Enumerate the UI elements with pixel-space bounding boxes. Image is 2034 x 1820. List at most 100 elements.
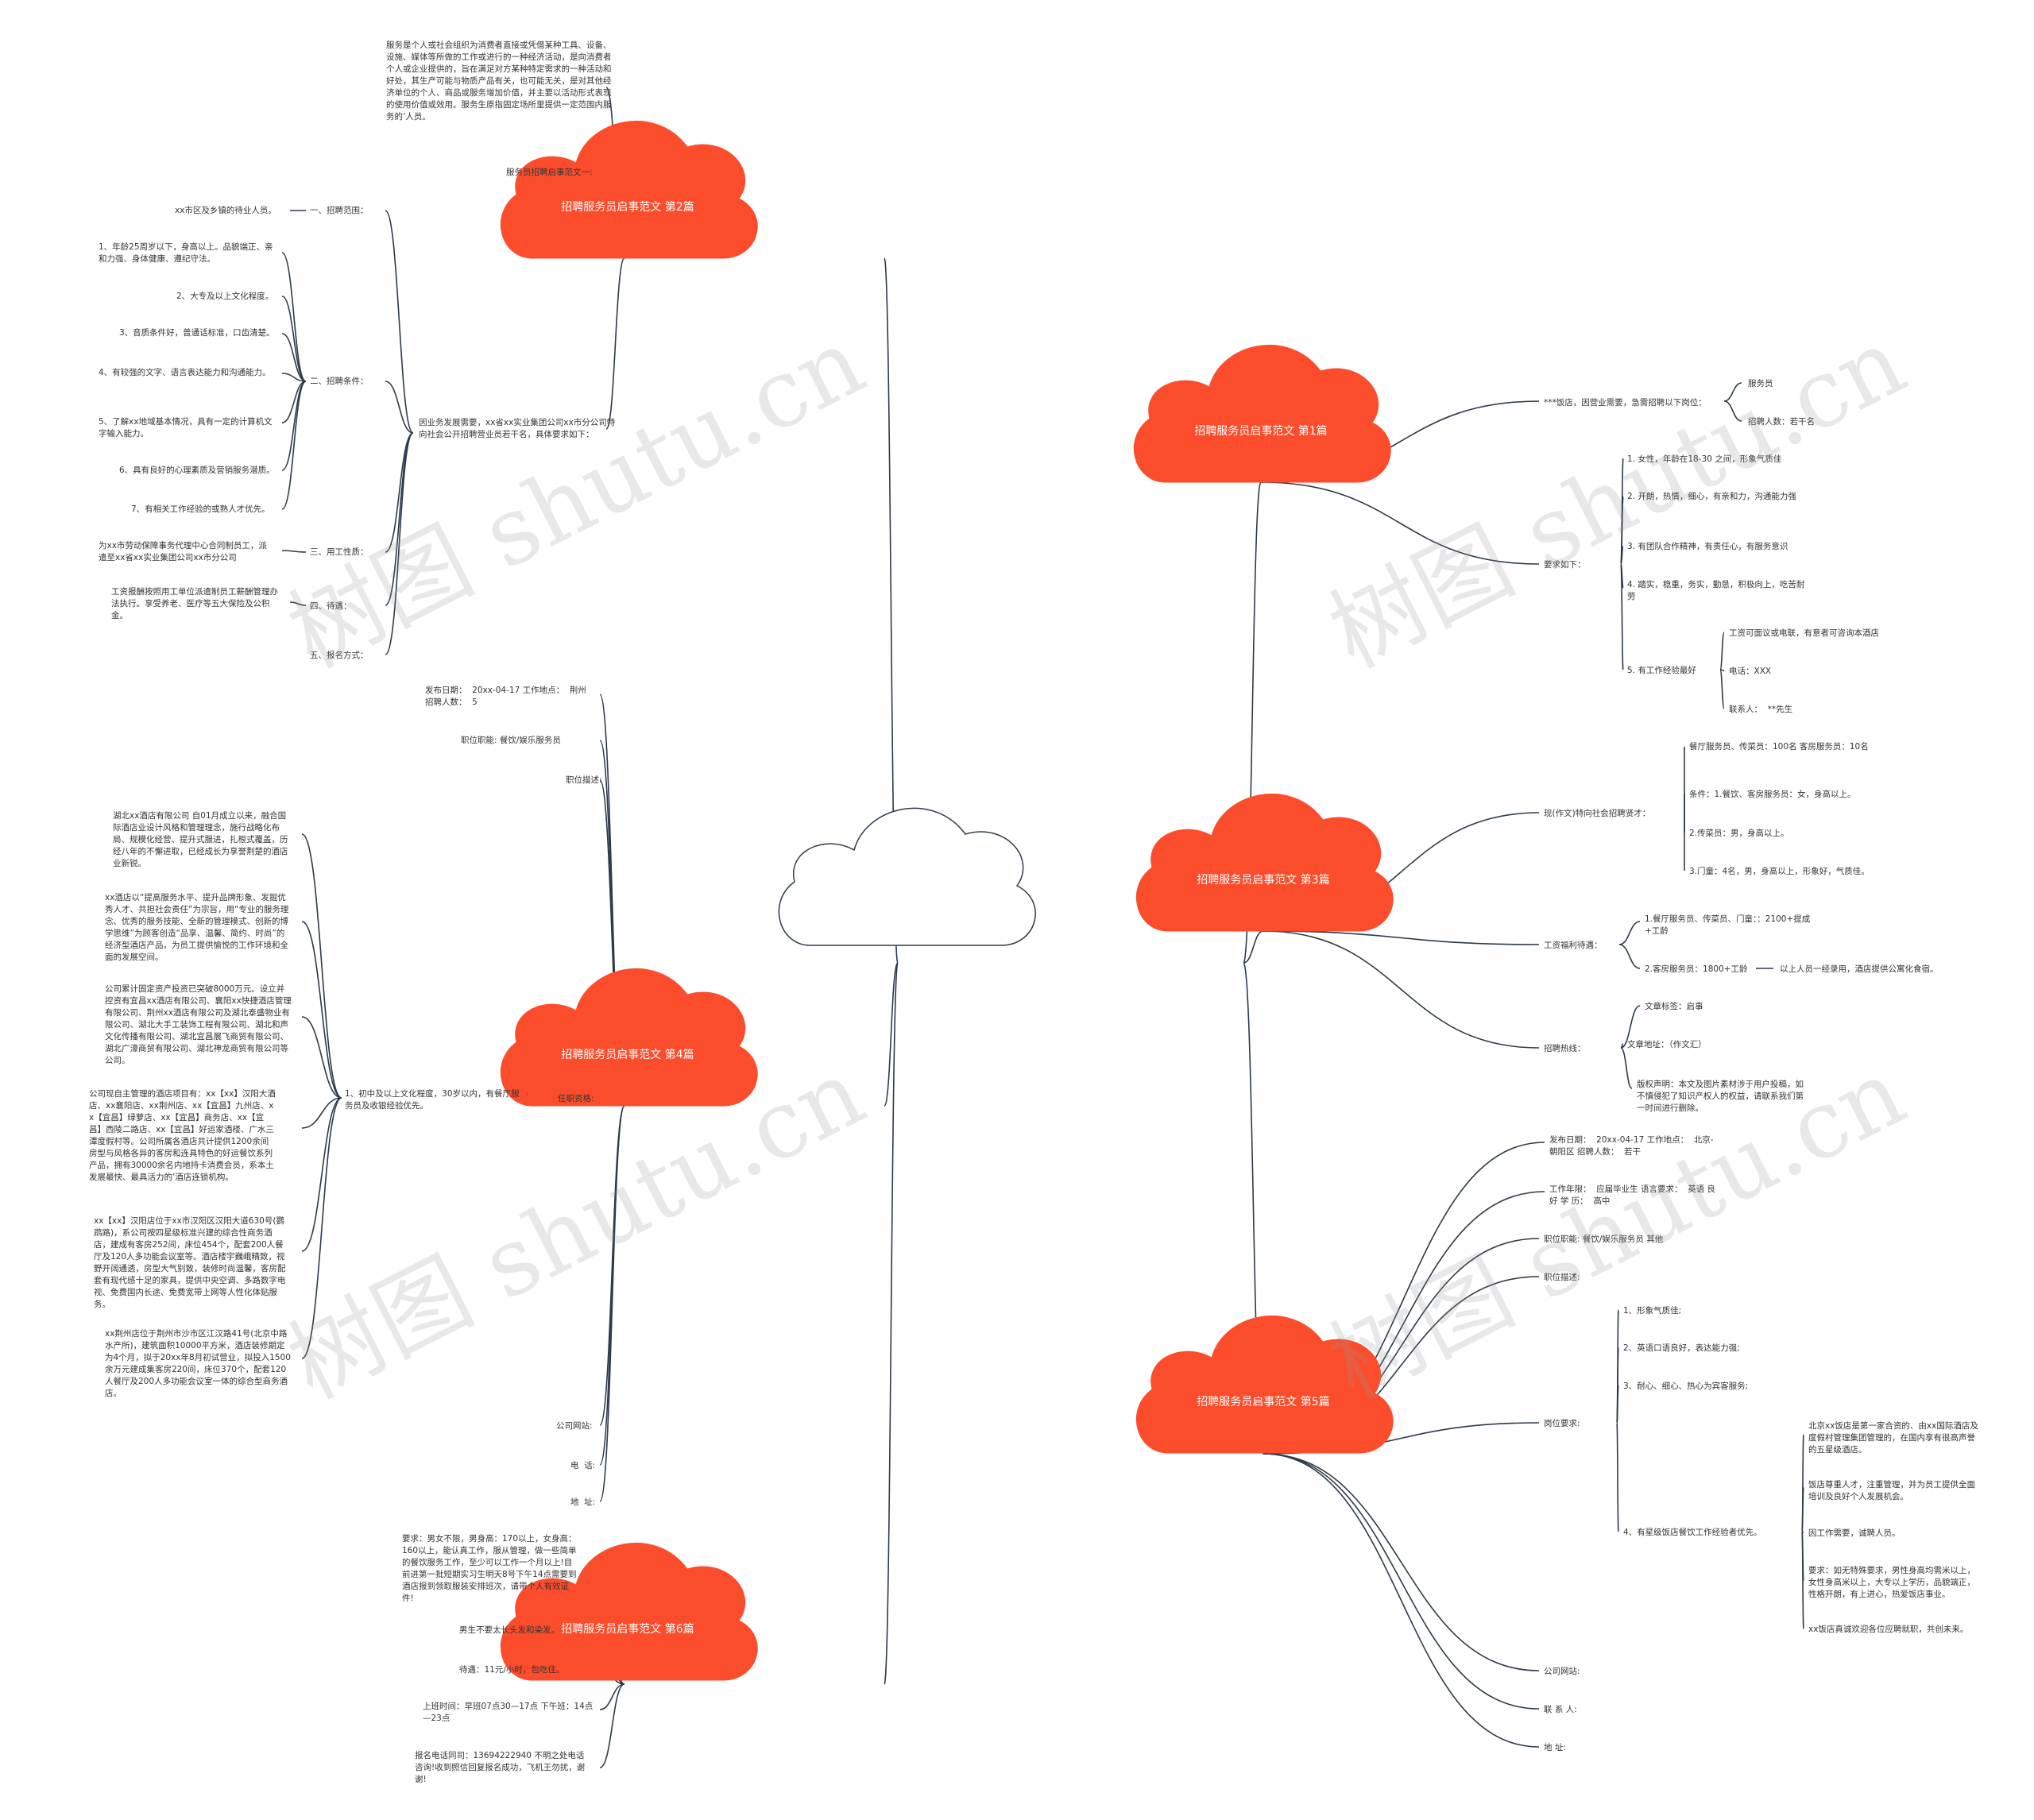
node-n3-hot1: 文章标签：启事 [1645, 1002, 1703, 1011]
node-n2-title: 服务员招聘启事范文一: [506, 168, 593, 177]
node-n3-hot2: 文章地址：（作文汇） [1627, 1040, 1707, 1049]
node-n6-time: 上班时间：早班07点30—17点 下午班：14点—23点 [423, 1702, 594, 1723]
connector-line [1620, 1005, 1641, 1049]
connector-line [301, 1016, 342, 1099]
connector-line [301, 1097, 342, 1359]
node-n1-r3: 3. 有团队合作精神，有责任心，有服务意识 [1627, 542, 1788, 551]
connector-line [281, 373, 307, 382]
topic-label-t4: 招聘服务员启事范文 第4篇 [561, 1049, 694, 1061]
topic-label-t5: 招聘服务员启事范文 第5篇 [1197, 1396, 1330, 1408]
node-n1-hotel: ***饭店，因营业需要，急需招聘以下岗位： [1544, 398, 1707, 408]
node-n3-rec3: 2.传菜员：男，身高以上。 [1689, 829, 1789, 838]
node-n5-web: 公司网站: [1544, 1667, 1580, 1676]
connector-line [281, 252, 307, 382]
connector-line [1263, 1453, 1540, 1748]
connector-line [1618, 921, 1641, 945]
node-n5-q4: 4、有星级饭店餐饮工作经验者优先。 [1623, 1528, 1762, 1537]
connector-line [1719, 669, 1725, 709]
connector-line [301, 1097, 342, 1129]
node-n1-r2: 2. 开朗，热情，细心，有亲和力，沟通能力强 [1627, 492, 1796, 501]
node-n3-pay1: 1.餐厅服务员、传菜员、门童：：2100+提成+工龄 [1645, 914, 1811, 936]
connector-line [1263, 1453, 1540, 1710]
node-n3-rec2: 条件：1.餐饮、客房服务员：女，身高以上。 [1689, 790, 1856, 799]
connector-line [289, 601, 307, 606]
node-n5-pub: 发布日期： 20xx-04-17 工作地点： 北京-朝阳区 招聘人数： 若干 [1549, 1135, 1714, 1157]
node-n2-s1a: xx市区及乡镇的待业人员。 [175, 206, 276, 215]
topic-cloud-t5[interactable] [1135, 1315, 1394, 1454]
node-n4-tel: 电 话: [570, 1461, 596, 1470]
node-n6-pay: 待遇：11元/小时，包吃住。 [459, 1665, 565, 1675]
connector-line [281, 550, 307, 553]
topic-cloud-t6[interactable] [500, 1542, 758, 1681]
connector-line [301, 833, 342, 1099]
topic-cloud-t4[interactable] [500, 968, 758, 1107]
node-n4-web: 公司网站: [556, 1421, 593, 1431]
connector-line [385, 432, 414, 655]
connector-line [599, 1105, 625, 1502]
node-n3-pay: 工资福利待遇： [1544, 941, 1603, 950]
node-n5-q4b: 饭店尊重人才，注重管理，并为员工提供全面培训及良好个人发展机会。 [1808, 1480, 1975, 1501]
connector-line [1801, 1486, 1804, 1532]
node-n2-c5: 5、了解xx地域基本情况，具有一定的计算机文字输入能力。 [99, 417, 273, 439]
connector-line [1620, 563, 1624, 670]
node-n4-addr: 地 址: [570, 1497, 596, 1507]
node-n2-main: 因业务发展需要，xx省xx实业集团公司xx市分公司特向社会公开招聘营业员若干名，… [419, 418, 616, 439]
node-n2-c6: 6、具有良好的心理素质及营销服务潜质。 [119, 466, 275, 475]
connector-line [1618, 944, 1641, 969]
connector-line [281, 381, 307, 510]
connector-line [301, 1097, 342, 1252]
connector-line [1263, 930, 1540, 945]
node-n6-phone: 报名电话同司：13694222940 不明之处电话咨询!收到照信回复报名成功，飞… [415, 1751, 586, 1784]
node-n4-p2: xx酒店以“提高服务水平、提升品牌形象、发掘优秀人才、共担社会责任”为宗旨，用“… [105, 893, 289, 962]
node-n3-rec1: 餐厅服务员、传菜员：100名 客房服务员：10名 [1689, 742, 1869, 752]
node-n4-p6: xx荆州店位于荆州市沙市区江汉路41号(北京中路水产所)，建筑面积10000平方… [105, 1329, 291, 1398]
node-n5-desc: 职位描述: [1544, 1273, 1580, 1282]
connector-line [884, 962, 899, 1685]
node-n2-s3: 三、用工性质： [310, 547, 369, 557]
node-n5-q2: 2、英语口语良好，表达能力强; [1623, 1343, 1740, 1353]
node-n5-q4e: xx饭店真诚欢迎各位应聘就职，共创未来。 [1808, 1625, 1969, 1634]
node-n5-exp: 工作年限： 应届毕业生 语言要求： 英语 良好 学 历： 高中 [1549, 1184, 1716, 1206]
connector-line [605, 257, 625, 430]
connector-line [385, 210, 414, 434]
node-n3-rec: 现(作文)特向社会招聘贤才： [1544, 809, 1651, 818]
connector-line [1620, 546, 1624, 565]
node-n2-s5: 五、报名方式： [310, 651, 369, 660]
node-n5-contact: 联 系 人: [1544, 1705, 1577, 1714]
node-n3-hot3: 版权声明：本文及图片素材涉于用户投稿，如不慎侵犯了知识产权人的权益，请联系我们第… [1637, 1080, 1804, 1113]
node-n2-s4: 四、待遇： [310, 601, 352, 611]
connector-line [1723, 400, 1742, 422]
topic-label-t1: 招聘服务员启事范文 第1篇 [1194, 425, 1328, 438]
connector-line [1719, 632, 1725, 670]
node-n1-r1: 1. 女性，年龄在18-30 之间，形象气质佳 [1627, 454, 1782, 464]
node-n3-rec4: 3.门童：4名，男，身高以上，形象好，气质佳。 [1689, 867, 1870, 876]
connector-line [1243, 930, 1264, 964]
node-n4-p4: 公司现自主管理的酒店项目有：xx【xx】汉阳大酒店、xx襄阳店、xx荆州店、xx… [89, 1089, 276, 1182]
node-n4-p3: 公司累计固定资产投资已突破8000万元。设立并控资有宜昌xx酒店有限公司、襄阳x… [105, 984, 292, 1065]
node-n4-desc: 职位描述: [566, 775, 602, 785]
node-n1-r5: 5. 有工作经验最好 [1627, 666, 1696, 675]
node-n5-post: 岗位要求: [1544, 1419, 1580, 1428]
node-n2-c4: 4、有较强的文字、语言表达能力和沟通能力。 [99, 368, 271, 377]
node-n1-r5c: 联系人： **先生 [1729, 705, 1793, 714]
node-n2-s4a: 工资报酬按照用工单位派遣制员工薪酬管理办法执行。享受养老、医疗等五大保险及公积金… [111, 587, 278, 620]
connector-line [1620, 1047, 1633, 1089]
connector-line [1616, 1385, 1619, 1424]
node-n2-intro: 服务是个人或社会组织为消费者直接或凭借某种工具、设备、设施、媒体等所做的工作或进… [386, 41, 612, 122]
topic-cloud-t2[interactable] [500, 120, 758, 259]
connector-line [1801, 1531, 1804, 1629]
topic-cloud-t3[interactable] [1135, 793, 1394, 932]
connector-line [281, 333, 307, 382]
node-n1-pos1: 服务员 [1748, 379, 1773, 388]
node-n3-hot: 招聘热线： [1544, 1044, 1586, 1053]
node-n3-pay2a: 以上人员一经录用，酒店提供公寓化食宿。 [1780, 964, 1939, 974]
node-n1-r4: 4. 踏实，稳重，务实，勤恳，积极向上，吃苦耐劳 [1627, 580, 1805, 601]
node-n2-c3: 3、音质条件好，普通话标准，口齿清楚。 [119, 328, 275, 338]
node-n4-req: 任职资格: [558, 1094, 594, 1103]
connector-line [385, 381, 414, 434]
center-cloud[interactable] [778, 807, 1036, 946]
connector-line [884, 962, 899, 1107]
topic-cloud-t1[interactable] [1133, 344, 1391, 483]
